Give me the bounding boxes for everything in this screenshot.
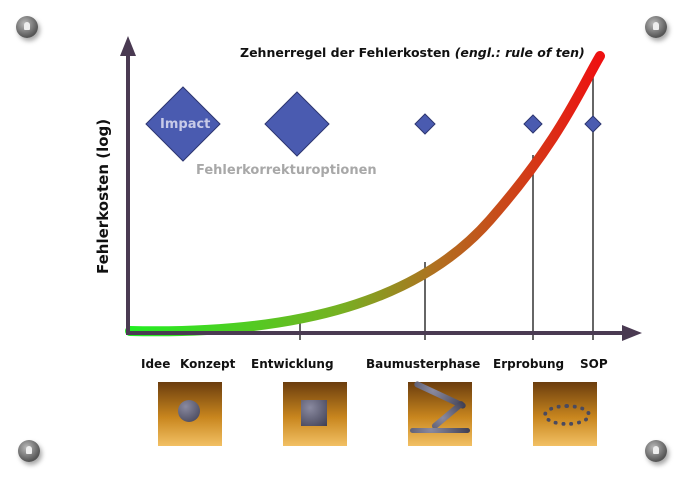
- sphere-image: [158, 382, 222, 446]
- phase-lines: [299, 70, 594, 340]
- impact-diamond-large: [145, 86, 221, 162]
- x-axis-arrow-icon: [622, 325, 642, 341]
- impact-diamond-small: [523, 114, 543, 134]
- cube-image: [283, 382, 347, 446]
- options-label: Fehlerkorrekturoptionen: [196, 163, 377, 178]
- phase-label-entwicklung: Entwicklung: [251, 357, 334, 371]
- cost-curve: [125, 51, 605, 337]
- phase-label-baumusterphase: Baumusterphase: [366, 357, 481, 371]
- pin-icon: [645, 16, 667, 38]
- diagram-title: Zehnerregel der Fehlerkosten (engl.: rul…: [240, 45, 585, 60]
- impact-diamond-small: [414, 113, 436, 135]
- y-axis-arrow-icon: [120, 36, 136, 56]
- phase-label-idee: Idee: [141, 357, 171, 371]
- pin-icon: [16, 16, 38, 38]
- phase-label-erprobung: Erprobung: [493, 357, 565, 371]
- tubes-image: [408, 380, 472, 446]
- axes: [120, 36, 642, 341]
- impact-diamond-small: [584, 115, 602, 133]
- torus-image: [533, 382, 597, 446]
- impact-diamond-medium: [264, 91, 330, 157]
- y-axis-label: Fehlerkosten (log): [94, 118, 112, 274]
- pin-icon: [645, 440, 667, 462]
- phase-label-sop: SOP: [580, 357, 608, 371]
- pin-icon: [18, 440, 40, 462]
- impact-label: Impact: [160, 117, 211, 132]
- phase-label-konzept: Konzept: [180, 357, 236, 371]
